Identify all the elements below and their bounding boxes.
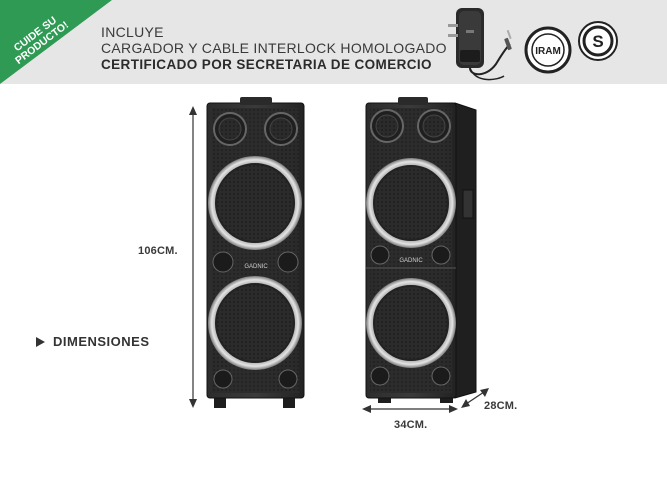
side-brand-label: GADNIC (399, 258, 423, 264)
s-mark-seal: S (578, 21, 618, 61)
speaker-front-view: GADNIC (206, 97, 305, 408)
depth-label: 28CM. (484, 400, 518, 412)
width-dimension-line (362, 405, 458, 413)
height-label: 106CM. (138, 245, 178, 257)
banner-text: INCLUYE CARGADOR Y CABLE INTERLOCK HOMOL… (101, 24, 447, 73)
width-label: 34CM. (394, 419, 428, 431)
certification-text: CERTIFICADO POR SECRETARIA DE COMERCIO (101, 57, 432, 72)
includes-detail: CARGADOR Y CABLE INTERLOCK HOMOLOGADO (101, 40, 447, 56)
corner-triangle (0, 0, 112, 84)
speaker-angled-view: GADNIC (365, 97, 477, 403)
arrow-right-icon (36, 336, 45, 347)
s-mark-text: S (592, 32, 603, 51)
dimensions-title: DIMENSIONES (53, 334, 150, 349)
charger-image (448, 8, 512, 81)
care-corner-badge: CUIDE SU PRODUCTO! (0, 0, 112, 84)
includes-label: INCLUYE (101, 24, 164, 40)
iram-logo: IRAM (524, 26, 572, 74)
front-brand-label: GADNIC (244, 264, 268, 270)
depth-dimension-line (461, 388, 489, 408)
height-dimension-line (189, 106, 197, 408)
dimensions-section: DIMENSIONES (36, 334, 150, 349)
iram-logo-text: IRAM (535, 46, 561, 57)
